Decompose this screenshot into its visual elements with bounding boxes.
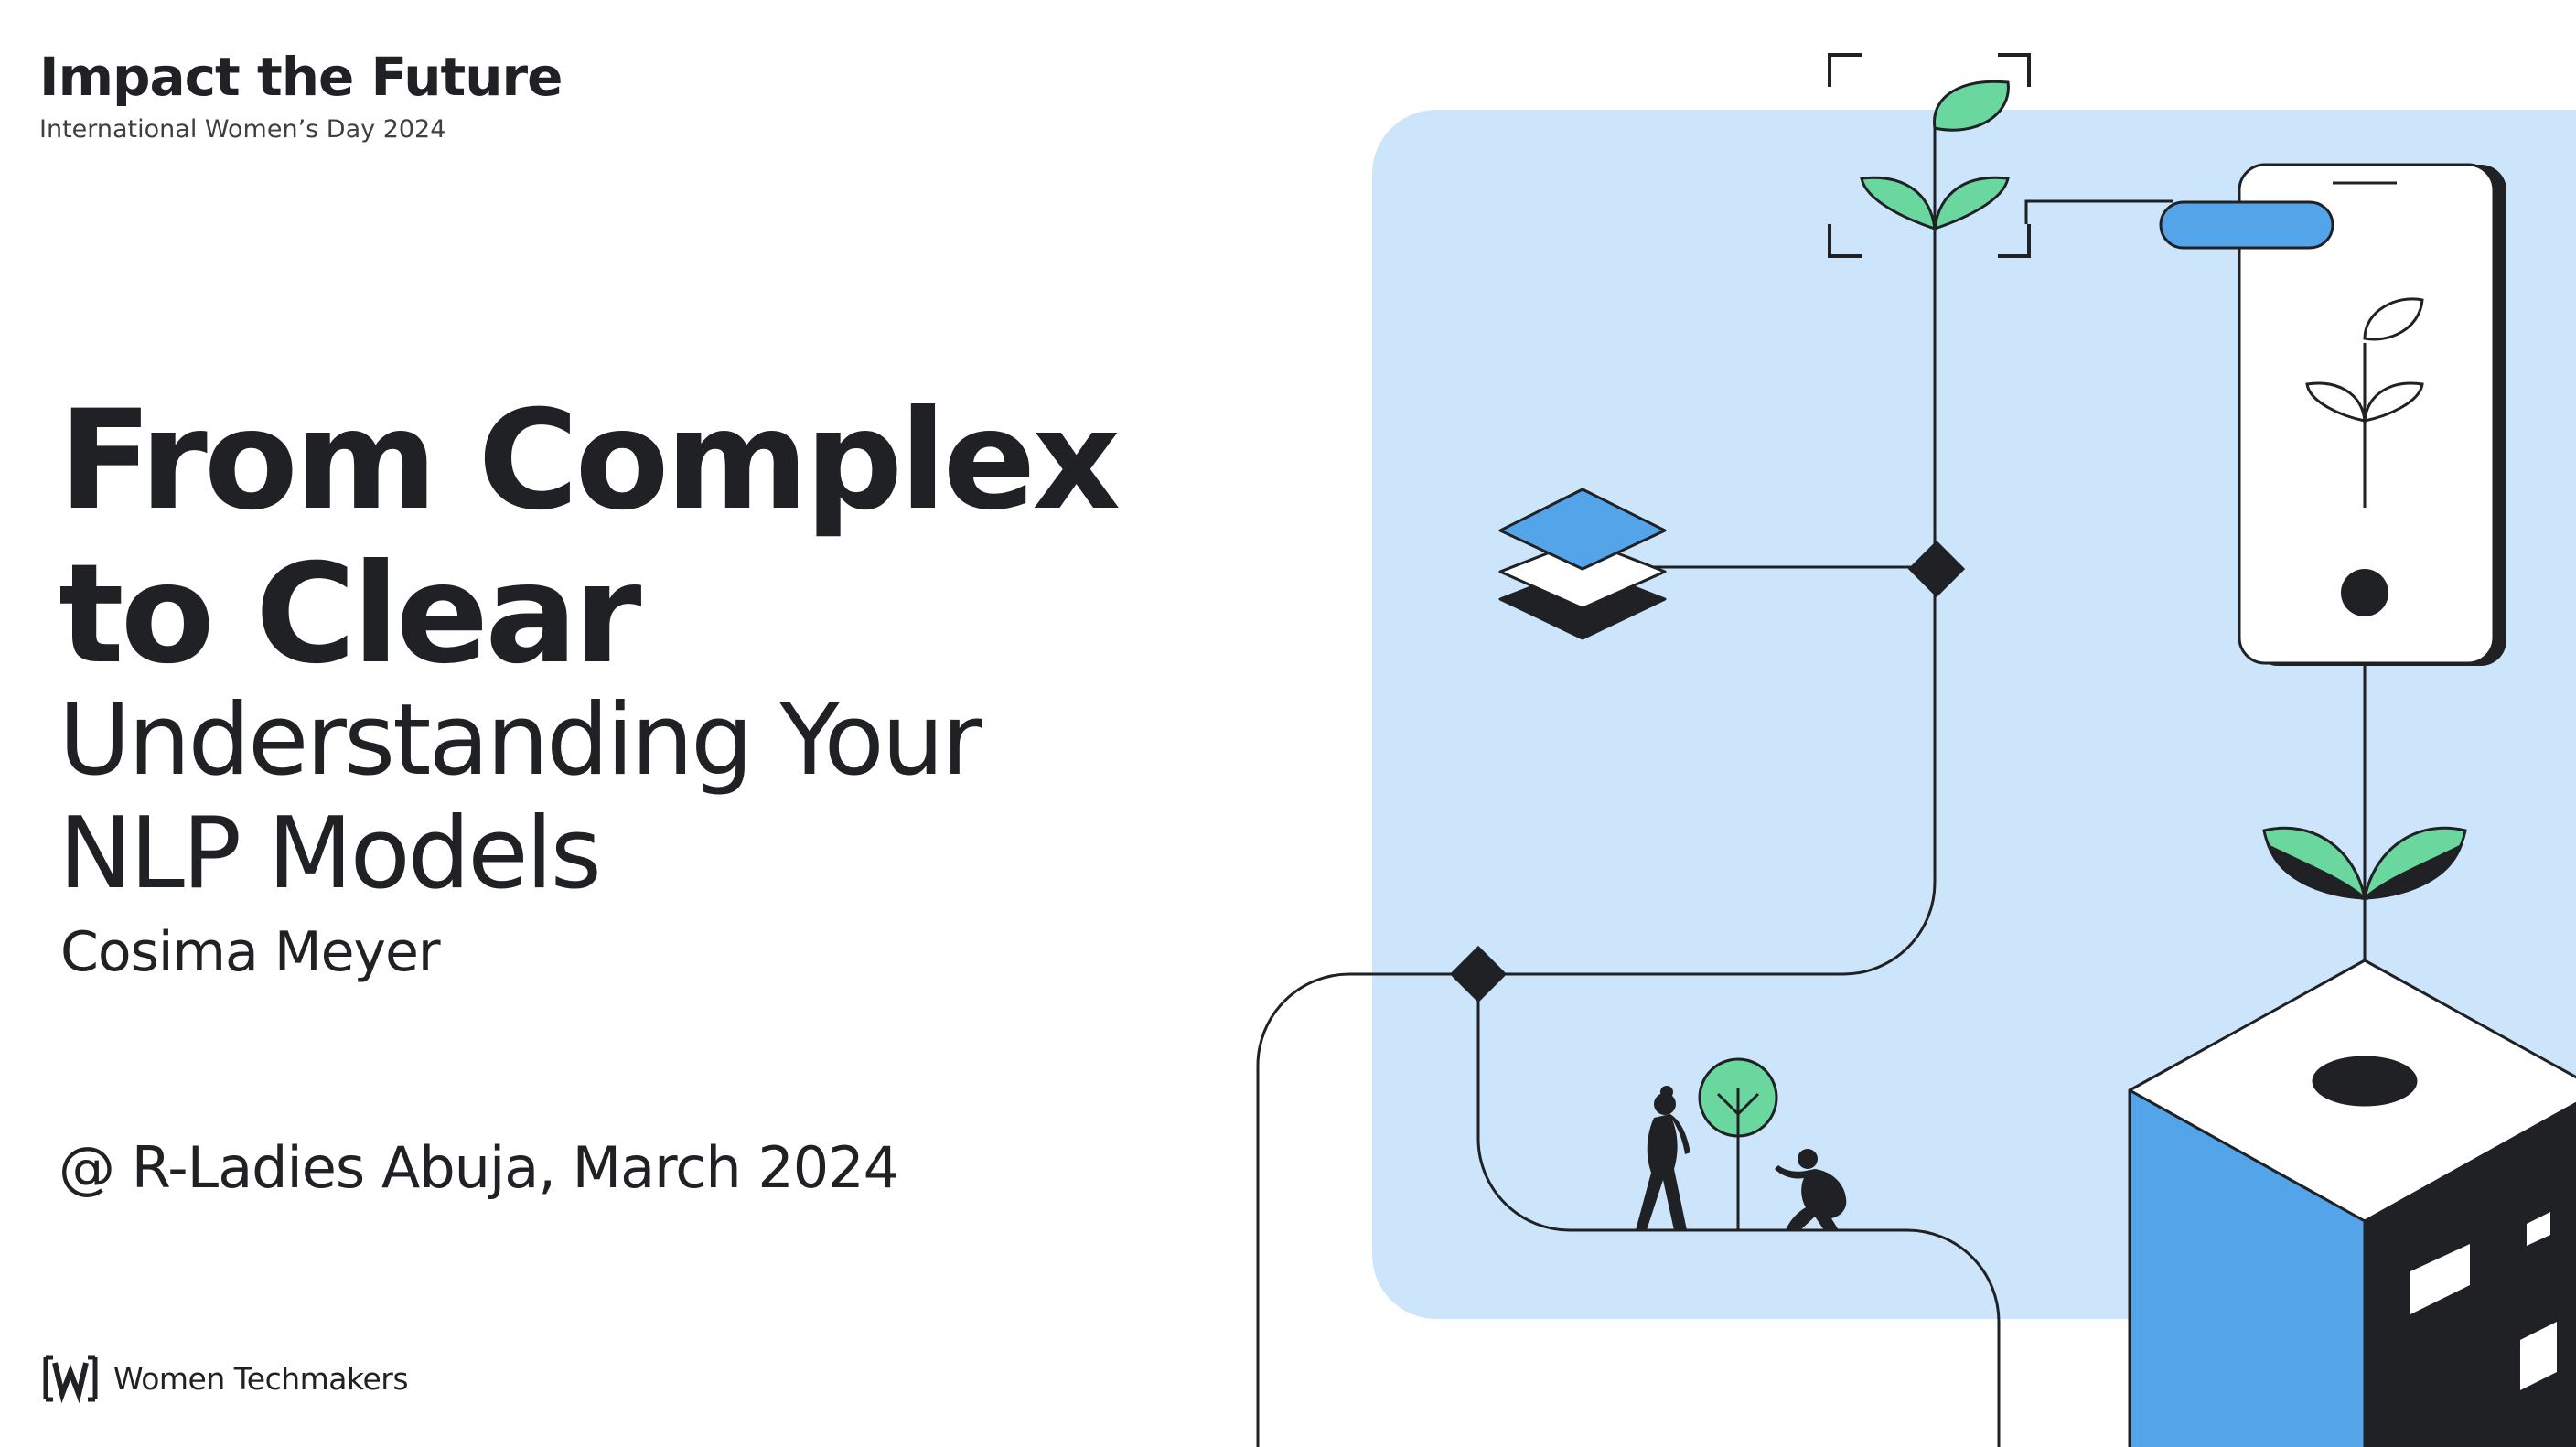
layers-icon	[1498, 488, 1667, 640]
women-techmakers-logo-icon	[43, 1355, 98, 1403]
seedling-icon	[2262, 826, 2467, 900]
cube-building	[2128, 959, 2576, 1447]
blue-pill-icon	[2159, 200, 2334, 250]
brand-footer: Women Techmakers	[42, 1354, 409, 1403]
event-info: @ R-Ladies Abuja, March 2024	[59, 1134, 899, 1201]
event-header: Impact the Future International Women’s …	[39, 46, 563, 145]
talk-subtitle: Understanding Your NLP Models	[59, 683, 982, 911]
diamond-node-top	[1907, 540, 1966, 598]
speaker-name: Cosima Meyer	[60, 920, 441, 984]
brand-name: Women Techmakers	[113, 1360, 409, 1397]
standing-person-icon	[1636, 1086, 1690, 1230]
talk-title: From Complex to Clear	[59, 381, 1121, 694]
tree-icon	[1698, 1057, 1778, 1230]
sprout-icon	[1860, 80, 2010, 231]
crouching-person-icon	[1775, 1149, 1847, 1230]
campaign-title: Impact the Future	[39, 46, 563, 108]
campaign-subtitle: International Women’s Day 2024	[39, 114, 446, 144]
focus-brackets	[1828, 53, 2031, 258]
phone-icon	[2238, 163, 2506, 666]
